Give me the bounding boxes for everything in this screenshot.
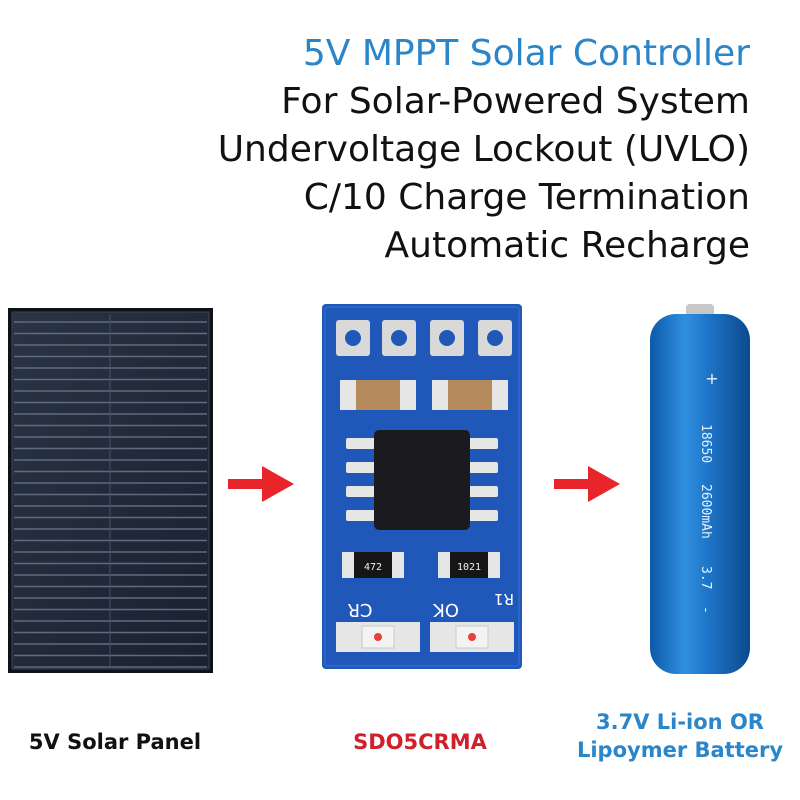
feature-line-4: Automatic Recharge [384, 225, 750, 266]
solar-panel-image [8, 308, 213, 673]
battery-plus-mark: + [705, 369, 718, 388]
battery-capacity-print: 2600mAh [698, 484, 713, 539]
battery-caption-line-2: Lipoymer Battery [576, 738, 784, 762]
silkscreen-r1: R1 [494, 590, 514, 608]
battery-minus-mark: - [698, 606, 713, 614]
controller-module-image: 472 1021 CR OK R1 [322, 304, 522, 669]
battery-model-print: 18650 [698, 424, 713, 463]
battery-voltage-print: 3.7 [698, 566, 713, 589]
silkscreen-ok: OK [432, 599, 459, 620]
battery-caption-line-1: 3.7V Li-ion OR [596, 710, 764, 734]
feature-line-1: For Solar-Powered System [281, 81, 750, 122]
battery-caption: 3.7V Li-ion OR Lipoymer Battery [560, 708, 800, 764]
battery-18650-image: + 18650 2600mAh 3.7 - [650, 304, 750, 674]
resistor-right-marking: 1021 [457, 562, 481, 573]
solar-panel-caption: 5V Solar Panel [28, 730, 202, 754]
product-title: 5V MPPT Solar Controller [302, 33, 750, 74]
silkscreen-cr: CR [347, 599, 372, 620]
feature-line-3: C/10 Charge Termination [303, 177, 750, 218]
headline-block: 5V MPPT Solar Controller For Solar-Power… [218, 30, 750, 270]
arrow-right-icon [228, 466, 294, 502]
module-caption: SDO5CRMA [353, 730, 487, 754]
resistor-left-marking: 472 [364, 562, 382, 573]
arrow-right-icon [554, 466, 620, 502]
feature-line-2: Undervoltage Lockout (UVLO) [217, 129, 750, 170]
